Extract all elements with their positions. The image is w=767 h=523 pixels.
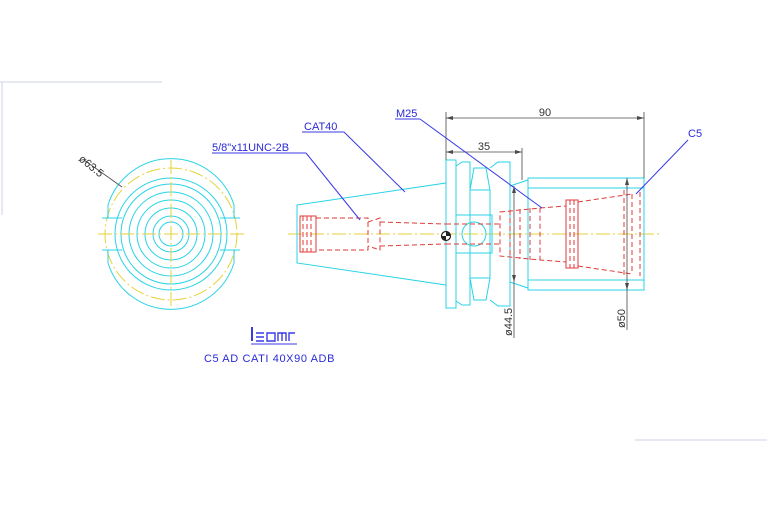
gauge-point-quadrant: [446, 231, 451, 236]
thread-label: 5/8"x11UNC-2B: [212, 142, 289, 154]
gauge-point-marker: [440, 230, 452, 242]
thread-hidden-step: [367, 217, 381, 251]
leaders: [212, 118, 689, 221]
dim-35-label: 35: [478, 141, 490, 153]
through-bore: [446, 223, 500, 245]
cross-hole: [461, 221, 487, 247]
c5-leader: [635, 139, 689, 195]
dim-50-label: ø50: [616, 309, 628, 328]
flange-v-groove: [469, 167, 491, 301]
c5-polygon-bore: [577, 193, 633, 275]
dim-90-label: 90: [539, 107, 551, 119]
logo-stroke: [256, 332, 264, 342]
end-view: [83, 158, 246, 310]
side-view: [288, 159, 662, 309]
gauge-point-quadrant: [441, 236, 446, 241]
iscar-logo: [251, 327, 297, 345]
dia-63-label: ø63.5: [76, 153, 105, 180]
part-number-label: C5 AD CATI 40X90 ADB: [204, 353, 335, 365]
cross-hole-recess: [455, 214, 493, 254]
tool-body: [527, 177, 645, 291]
dia-63-leader: [83, 159, 123, 188]
logo-stroke: [288, 332, 295, 341]
thread-hidden-bore: [316, 217, 369, 251]
cat40-leader: [343, 131, 406, 193]
dimensions: [445, 112, 645, 338]
m25-leader: [419, 118, 543, 209]
logo-stroke: [266, 332, 276, 342]
logo-stroke: [251, 327, 253, 341]
c5-label: C5: [688, 128, 702, 140]
thread-leader: [305, 152, 361, 221]
m25-label: M25: [396, 108, 417, 120]
dim-44-label: ø44.5: [503, 308, 515, 336]
logo-stroke: [277, 332, 287, 341]
thread-bore: [299, 215, 317, 253]
end-view-outer-arc-bottom: [107, 262, 235, 310]
flange-v-groove-left: [455, 161, 471, 306]
c5-bore-shoulder: [565, 199, 579, 269]
cat40-label: CAT40: [304, 121, 337, 133]
coolant-bore: [379, 221, 447, 247]
